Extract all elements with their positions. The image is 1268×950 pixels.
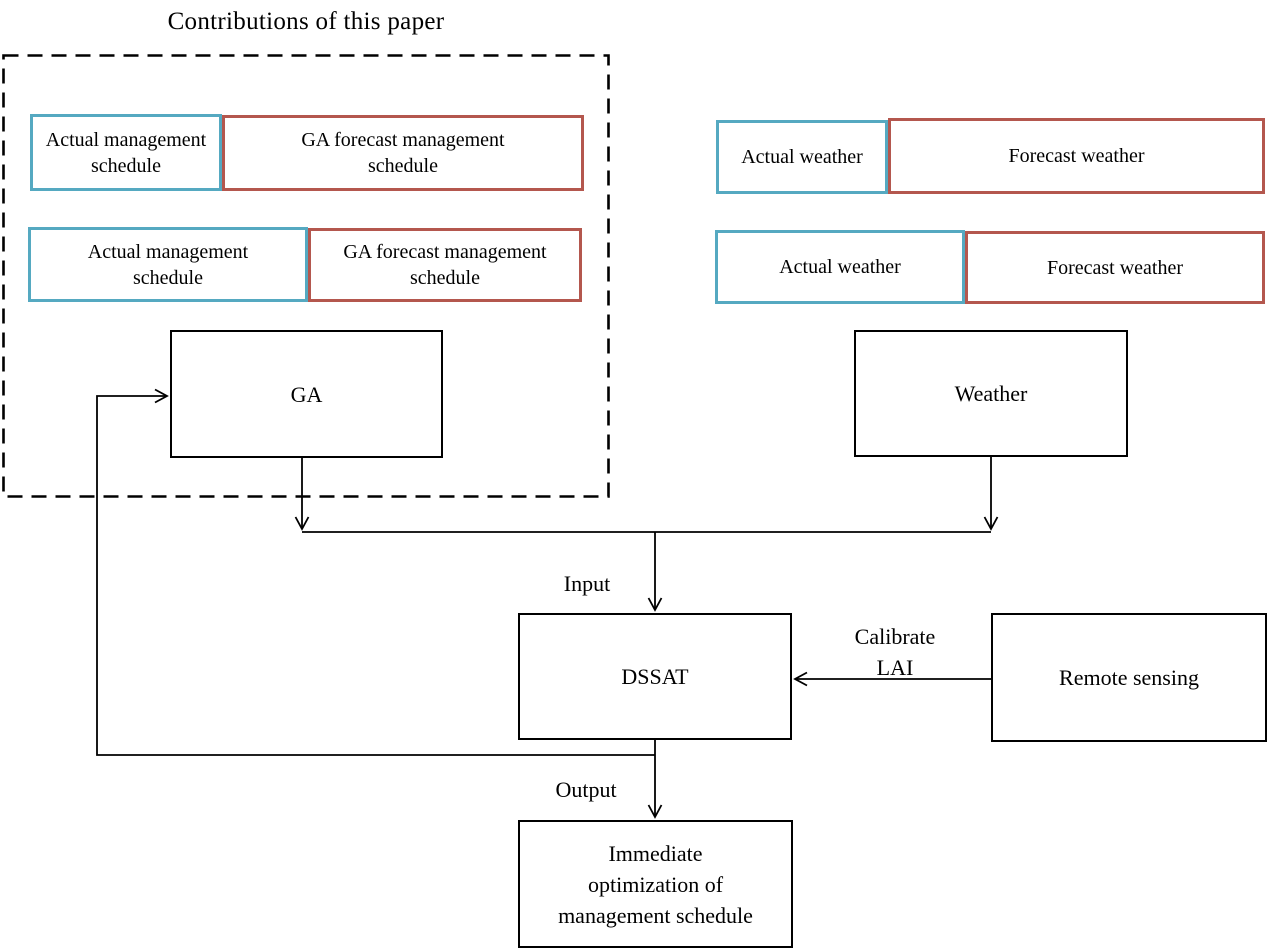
- immediate-optimization-node: Immediate optimization of management sch…: [518, 820, 793, 948]
- box-label-line: Actual management: [45, 128, 207, 151]
- calibrate-lai-edge-label: Calibrate LAI: [835, 621, 955, 683]
- node-label: DSSAT: [621, 664, 689, 689]
- remote-sensing-node: Remote sensing: [991, 613, 1267, 742]
- box-label-line: GA forecast management: [301, 129, 505, 151]
- weather-node: Weather: [854, 330, 1128, 457]
- node-label-line: optimization of: [587, 871, 724, 897]
- box-label-line: schedule: [133, 266, 203, 289]
- node-label-line: Immediate: [608, 840, 703, 866]
- node-label-line: management schedule: [558, 902, 753, 928]
- ga-forecast-schedule-box-row1: GA forecast management schedule: [222, 115, 584, 191]
- diagram-title: Contributions of this paper: [167, 8, 445, 35]
- input-edge-label: Input: [563, 571, 611, 596]
- ga-forecast-schedule-box-row2: GA forecast management schedule: [308, 228, 582, 302]
- actual-management-schedule-box-row2: Actual management schedule: [28, 227, 308, 302]
- box-label: Actual weather: [779, 256, 901, 278]
- box-label: Forecast weather: [1008, 145, 1145, 167]
- node-label: Remote sensing: [1059, 665, 1199, 690]
- forecast-weather-box-row2: Forecast weather: [965, 231, 1265, 304]
- output-edge-label: Output: [555, 777, 617, 802]
- actual-weather-box-row1: Actual weather: [716, 120, 888, 194]
- box-label-line: schedule: [368, 155, 438, 177]
- box-label-line: schedule: [91, 154, 161, 177]
- box-label-line: GA forecast management: [343, 241, 547, 263]
- ga-node: GA: [170, 330, 443, 458]
- node-label: Weather: [954, 381, 1028, 406]
- box-label: Actual weather: [741, 146, 863, 168]
- node-label: GA: [290, 381, 323, 407]
- box-label: Forecast weather: [1046, 256, 1184, 279]
- box-label-line: schedule: [410, 267, 480, 289]
- calibrate-label-line: LAI: [876, 655, 914, 680]
- calibrate-label-line: Calibrate: [854, 624, 936, 649]
- box-label-line: Actual management: [87, 240, 249, 263]
- actual-weather-box-row2: Actual weather: [715, 230, 965, 304]
- actual-management-schedule-box-row1: Actual management schedule: [30, 114, 222, 191]
- forecast-weather-box-row1: Forecast weather: [888, 118, 1265, 194]
- dssat-node: DSSAT: [518, 613, 792, 740]
